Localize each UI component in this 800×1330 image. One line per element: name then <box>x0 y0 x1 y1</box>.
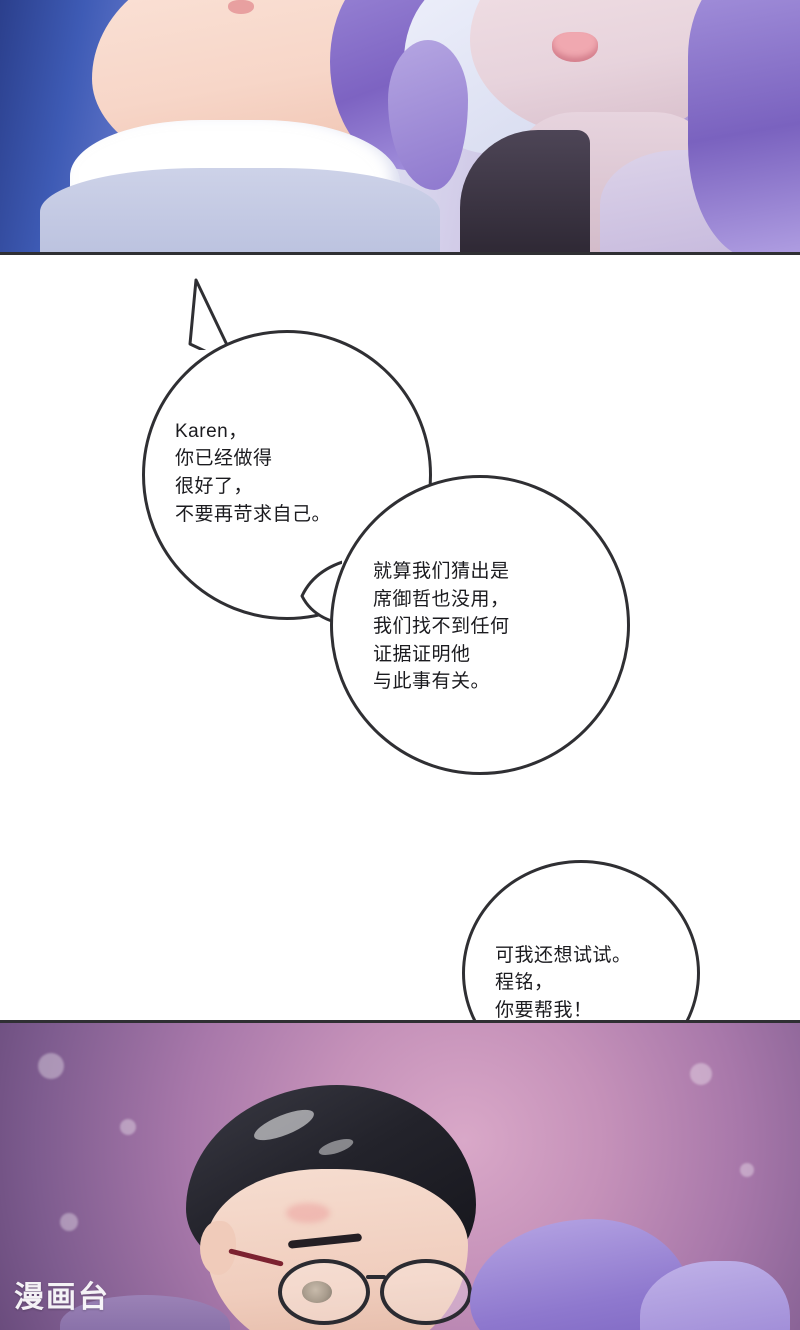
purple-hair-strand-b <box>388 40 468 190</box>
speech-bubble-3-text: 可我还想试试。 程铭， 你要帮我！ <box>495 944 632 1021</box>
bokeh-light <box>120 1119 136 1135</box>
bokeh-light <box>38 1053 64 1079</box>
glasses-lens-left <box>278 1259 370 1325</box>
left-character-body <box>40 168 440 252</box>
speech-bubble-2: 就算我们猜出是 席御哲也没用， 我们找不到任何 证据证明他 与此事有关。 <box>330 475 630 775</box>
watermark-label: 漫画台 <box>14 1280 110 1315</box>
speech-bubble-1-text: Karen， 你已经做得 很好了， 不要再苛求自己。 <box>175 420 332 525</box>
man-ear <box>200 1221 236 1275</box>
left-character-lips <box>228 0 254 14</box>
speech-bubble-2-text: 就算我们猜出是 席御哲也没用， 我们找不到任何 证据证明他 与此事有关。 <box>373 561 510 693</box>
right-character-mouth <box>552 32 598 62</box>
bokeh-light <box>740 1163 754 1177</box>
top-panel-artwork <box>0 0 800 255</box>
bokeh-light <box>60 1213 78 1231</box>
bokeh-light <box>690 1063 712 1085</box>
glasses-lens-right <box>380 1259 472 1325</box>
man-cheek-blush <box>286 1203 330 1223</box>
bottom-panel-artwork <box>0 1020 800 1330</box>
glasses-bridge <box>366 1275 386 1279</box>
purple-hair-right <box>688 0 800 252</box>
